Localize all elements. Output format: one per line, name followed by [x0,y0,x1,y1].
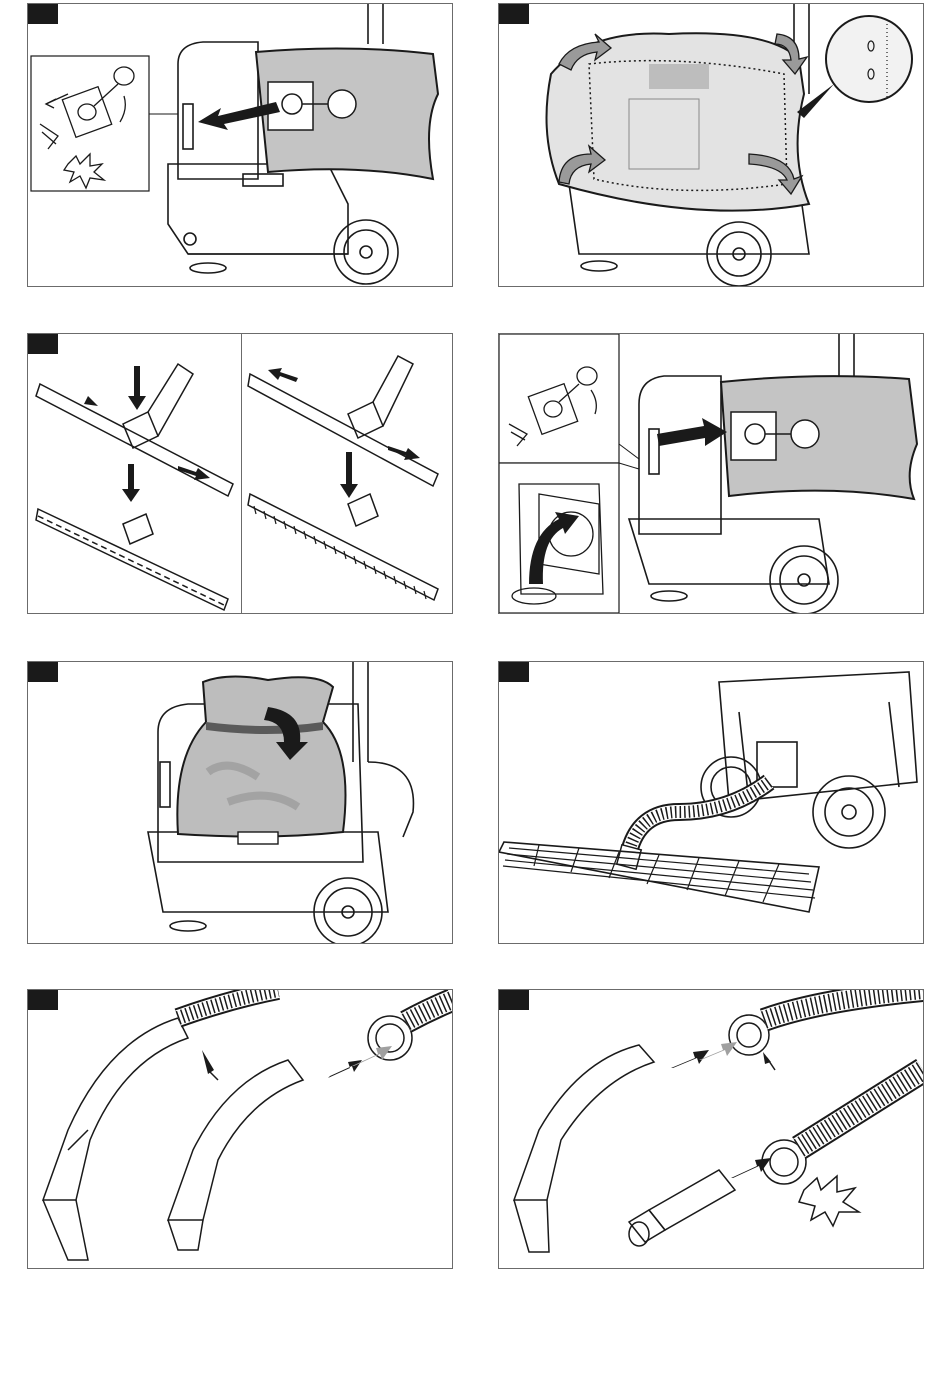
panel-5-illustration [28,662,452,943]
panel-6-vacuum-with-hose [498,661,924,944]
panel-6-illustration [499,662,923,943]
panel-1-insert-filter-bag [27,3,453,287]
panel-3-illustration [28,334,452,613]
panel-1-illustration [28,4,452,286]
panel-8-attach-hose-adapter [498,989,924,1269]
panel-2-illustration [499,4,923,286]
panel-5-fit-disposal-bag [27,661,453,944]
panel-8-illustration [499,990,923,1268]
panel-2-fold-bag-over-rim [498,3,924,287]
panel-4-illustration [499,334,923,613]
panel-4-attach-filter-bag [498,333,924,614]
panel-7-connect-hose-handle [27,989,453,1269]
panel-7-illustration [28,990,452,1268]
panel-3-change-nozzle-strips [27,333,453,614]
